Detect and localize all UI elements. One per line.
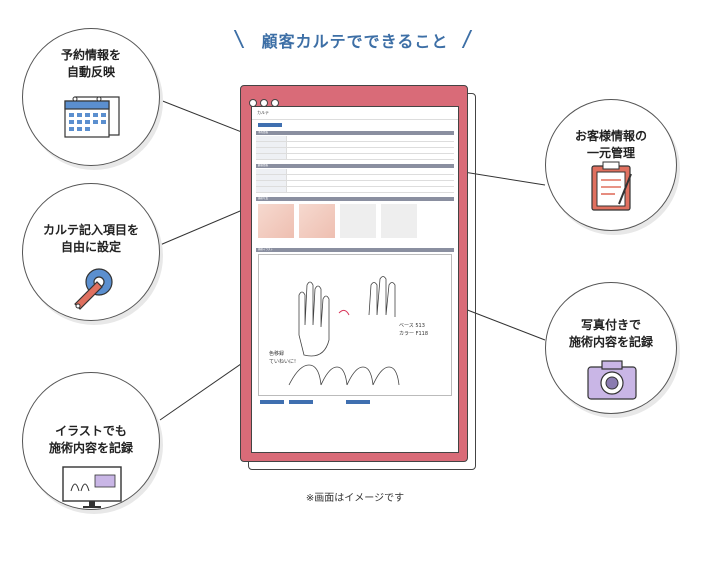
camera-icon [587, 360, 637, 400]
monitor-sketch-icon [62, 466, 122, 508]
feature-illustration-circle: イラストでも 施術内容を記録 [22, 372, 160, 510]
screen-button[interactable] [258, 123, 282, 127]
feature-photo-circle: 写真付きで 施術内容を記録 [545, 282, 677, 414]
karte-screen: カルテ 予約情報 顧客情報 施術写真 施術イラスト [251, 106, 459, 453]
calendar-icon [64, 96, 120, 138]
feature-label: 自由に設定 [60, 240, 121, 254]
screen-button[interactable] [288, 400, 313, 404]
illustration-canvas[interactable]: ベース 513 カラー F118 色移録 ていねいに! [258, 254, 452, 396]
section-bar: 予約情報 [256, 131, 454, 135]
screen-button[interactable] [345, 400, 370, 404]
section-bar: 施術イラスト [256, 248, 454, 252]
photo-thumbnail[interactable] [298, 204, 335, 238]
handwriting-note: ていねいに! [269, 359, 296, 365]
page-title: 顧客カルテでできること [261, 32, 449, 51]
tablet-frame: カルテ 予約情報 顧客情報 施術写真 施術イラスト [240, 85, 468, 462]
section-bar: 施術写真 [256, 197, 454, 201]
feature-label: 予約情報を [60, 48, 121, 62]
handwriting-note: ベース 513 [399, 323, 425, 329]
feature-reservation-circle: 予約情報を 自動反映 [22, 28, 160, 166]
photo-placeholder[interactable] [339, 204, 376, 238]
feature-label: イラストでも [55, 424, 127, 438]
feature-label: 一元管理 [586, 146, 635, 160]
feature-label: 施術内容を記録 [568, 335, 653, 349]
photo-placeholder[interactable] [380, 204, 417, 238]
feature-label: カルテ記入項目を [42, 223, 139, 237]
feature-label: 施術内容を記録 [48, 441, 133, 455]
handwriting-note: 色移録 [269, 350, 284, 357]
feature-label: お客様情報の [574, 129, 647, 143]
feature-custom-fields-circle: カルテ記入項目を 自由に設定 [22, 183, 160, 321]
image-caption: ※画面はイメージです [305, 493, 405, 504]
section-bar: 顧客情報 [256, 164, 454, 168]
screen-button[interactable] [260, 400, 284, 404]
feature-label: 自動反映 [66, 65, 115, 79]
wrench-gear-icon [74, 268, 113, 310]
handwriting-note: カラー F118 [399, 331, 428, 337]
feature-label: 写真付きで [580, 318, 641, 332]
feature-customer-info-circle: お客様情報の 一元管理 [545, 99, 677, 231]
screen-header: カルテ [252, 107, 458, 120]
photo-thumbnail[interactable] [258, 204, 294, 238]
clipboard-icon [591, 161, 632, 211]
